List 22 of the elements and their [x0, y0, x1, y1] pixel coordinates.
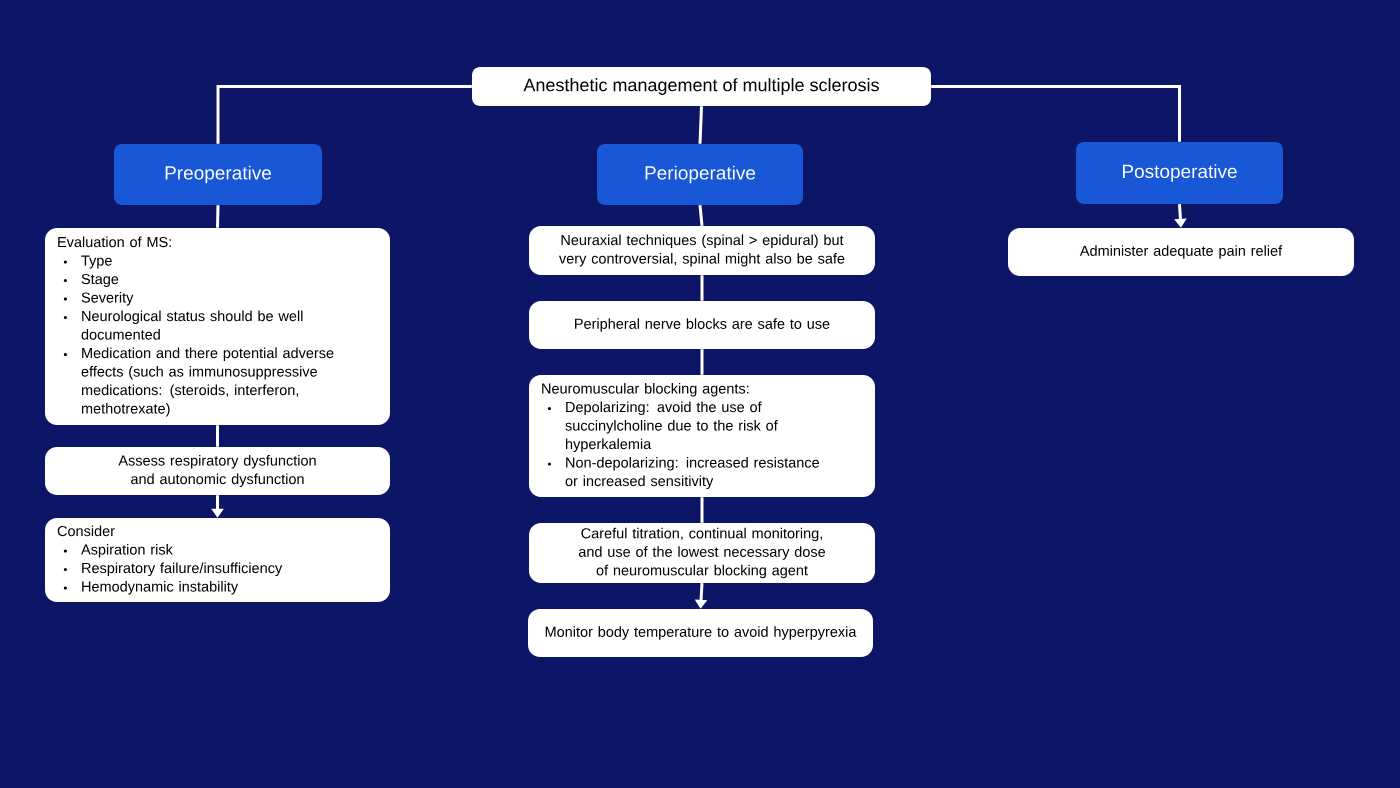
step-box: Consider Aspiration risk Respiratory failure/insufficiency Hemodynamic instability: [45, 518, 390, 602]
connector-line: [700, 497, 704, 523]
title-box: Anesthetic management of multiple sclerosis: [472, 67, 931, 106]
step-box: Careful titration, continual monitoring, and use of the lowest necessary dose of neuromuscular blocking agent: [529, 523, 875, 583]
step-box: Assess respiratory dysfunction and autonomic dysfunction: [45, 447, 390, 495]
connector-line: [700, 349, 704, 375]
connector-line: [931, 85, 1181, 142]
connector-line: [216, 205, 220, 228]
connector-line: [698, 106, 703, 144]
step-box: Monitor body temperature to avoid hyperpyrexia: [528, 609, 873, 657]
step-box: Neuromuscular blocking agents: Depolarizing: avoid the use of succinylcholine due to the risk of hyperkalemia Non-depolarizing: increased resistance or increased sensitivity: [529, 375, 875, 497]
connector-line: [700, 275, 704, 301]
phase-box: Perioperative: [597, 144, 803, 205]
step-box: Neuraxial techniques (spinal > epidural) but very controversial, spinal might also be safe: [529, 226, 875, 275]
phase-box: Preoperative: [114, 144, 322, 205]
step-box: Administer adequate pain relief: [1008, 228, 1354, 276]
connector-line: [216, 85, 472, 144]
step-box: Evaluation of MS: Type Stage Severity Neurological status should be well documented Medication and there potential adverse effects (such as immunosuppressive medications: (steroids, interferon, methotrexate): [45, 228, 390, 425]
connector-line: [698, 205, 704, 226]
connector-line: [216, 425, 219, 447]
phase-box: Postoperative: [1076, 142, 1283, 204]
step-box: Peripheral nerve blocks are safe to use: [529, 301, 875, 349]
